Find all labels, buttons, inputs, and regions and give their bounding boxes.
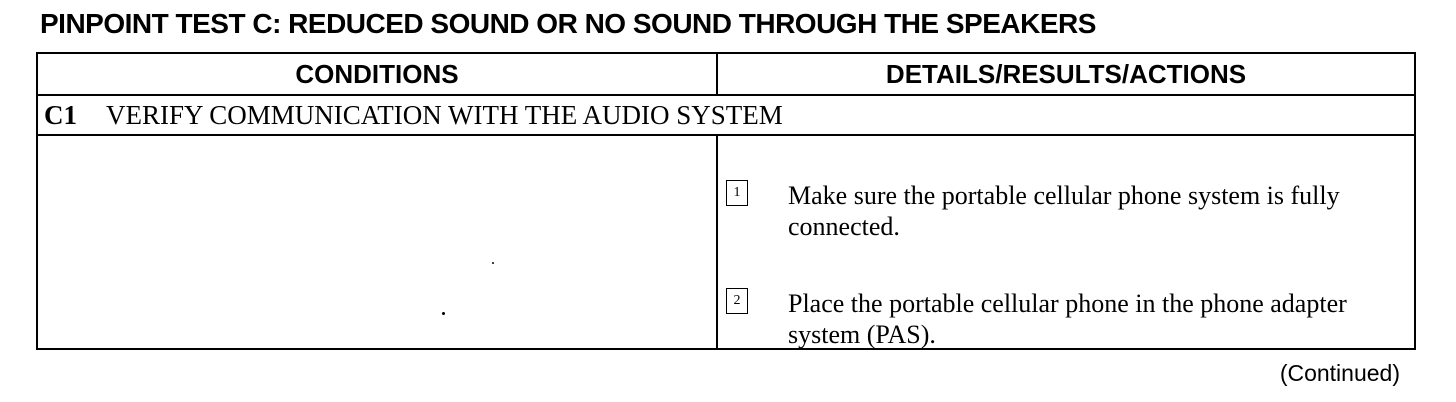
details-cell: 1 Make sure the portable cellular phone … bbox=[716, 136, 1414, 349]
action-text: Place the portable cellular phone in the… bbox=[788, 289, 1347, 349]
step-id: C1 bbox=[44, 99, 77, 130]
pinpoint-test-table: CONDITIONS DETAILS/RESULTS/ACTIONS C1 VE… bbox=[36, 52, 1416, 350]
page-title: PINPOINT TEST C: REDUCED SOUND OR NO SOU… bbox=[40, 8, 1096, 39]
conditions-cell bbox=[38, 136, 716, 348]
step-title: VERIFY COMMUNICATION WITH THE AUDIO SYST… bbox=[106, 99, 783, 130]
continued-note: (Continued) bbox=[1279, 360, 1400, 386]
speck-mark bbox=[492, 262, 494, 264]
step-row: C1 VERIFY COMMUNICATION WITH THE AUDIO S… bbox=[38, 96, 1414, 136]
step-number-box: 1 bbox=[726, 180, 748, 206]
table-header-row: CONDITIONS DETAILS/RESULTS/ACTIONS bbox=[38, 54, 1414, 96]
conditions-header: CONDITIONS bbox=[295, 58, 459, 89]
action-text: Make sure the portable cellular phone sy… bbox=[788, 181, 1340, 241]
step-number-box: 2 bbox=[726, 288, 748, 314]
speck-mark bbox=[442, 312, 445, 315]
details-header: DETAILS/RESULTS/ACTIONS bbox=[716, 54, 1414, 94]
